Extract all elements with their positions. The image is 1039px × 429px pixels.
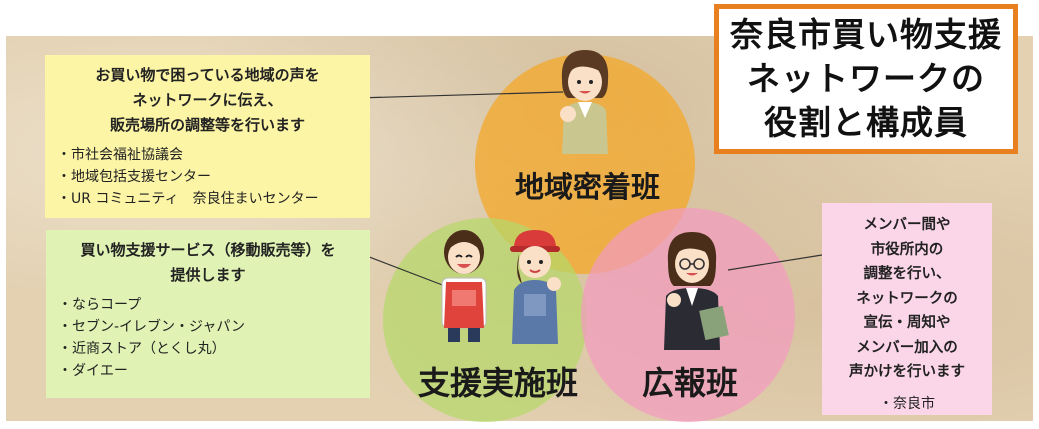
title-box: 奈良市買い物支援 ネットワークの 役割と構成員: [714, 4, 1018, 154]
group-label-chiiki: 地域密着班: [515, 170, 661, 204]
group-label-shien: 支援実施班: [418, 364, 579, 402]
store-clerk-icon: [441, 230, 487, 342]
group-label-koho: 広報班: [642, 364, 739, 402]
chiiki-description-box: お買い物で困っている地域の声を ネットワークに伝え、 販売場所の調整等を行います…: [45, 55, 370, 218]
role-line: 提供します: [170, 266, 246, 284]
role-line: 調整を行い、: [863, 266, 951, 282]
member-item: ・UR コミュニティ 奈良住まいセンター: [57, 191, 319, 207]
shien-description-box: 買い物支援サービス（移動販売等）を 提供します ・ならコープ ・セブン-イレブン…: [46, 230, 370, 398]
role-line: 市役所内の: [870, 241, 944, 258]
role-line: ネットワークの: [856, 290, 958, 307]
chiiki-member-list: ・市社会福祉協議会 ・地域包括支援センター ・UR コミュニティ 奈良住まいセン…: [57, 144, 358, 210]
role-line: 声かけを行います: [849, 364, 965, 380]
title-line: ネットワークの: [747, 59, 985, 98]
member-item: ・市社会福祉協議会: [57, 147, 183, 163]
member-item: ・セブン-イレブン・ジャパン: [58, 319, 246, 335]
role-line: 買い物支援サービス（移動販売等）を: [80, 241, 336, 259]
woman-community-worker-icon: [560, 50, 609, 154]
role-line: メンバー加入の: [856, 339, 958, 356]
shien-member-list: ・ならコープ ・セブン-イレブン・ジャパン ・近商ストア（とくし丸） ・ダイエー: [58, 294, 358, 382]
circle-chiiki: [475, 54, 695, 274]
member-item: ・ならコープ: [58, 297, 142, 313]
member-item: ・奈良市: [879, 395, 935, 412]
role-line: メンバー間や: [863, 217, 951, 233]
member-item: ・地域包括支援センター: [57, 169, 211, 185]
title-line: 役割と構成員: [764, 103, 968, 142]
member-item: ・ダイエー: [58, 363, 128, 379]
title-line: 奈良市買い物支援: [730, 15, 1002, 54]
pointer-line-koho: [727, 254, 823, 271]
role-line: ネットワークに伝え、: [132, 91, 283, 109]
role-line: 販売場所の調整等を行います: [109, 116, 305, 134]
koho-member-list: ・奈良市: [834, 393, 980, 415]
shien-role-text: 買い物支援サービス（移動販売等）を 提供します: [58, 238, 358, 288]
member-item: ・近商ストア（とくし丸）: [58, 341, 226, 357]
delivery-worker-icon: [510, 230, 561, 344]
city-staff-woman-icon: [664, 232, 729, 350]
koho-description-box: メンバー間や 市役所内の 調整を行い、 ネットワークの 宣伝・周知や メンバー加…: [822, 203, 992, 415]
pointer-line-chiiki: [356, 91, 564, 99]
koho-role-text: メンバー間や 市役所内の 調整を行い、 ネットワークの 宣伝・周知や メンバー加…: [834, 213, 980, 385]
role-line: 宣伝・周知や: [863, 315, 951, 331]
role-line: お買い物で困っている地域の声を: [95, 66, 320, 84]
chiiki-role-text: お買い物で困っている地域の声を ネットワークに伝え、 販売場所の調整等を行います: [57, 63, 358, 138]
